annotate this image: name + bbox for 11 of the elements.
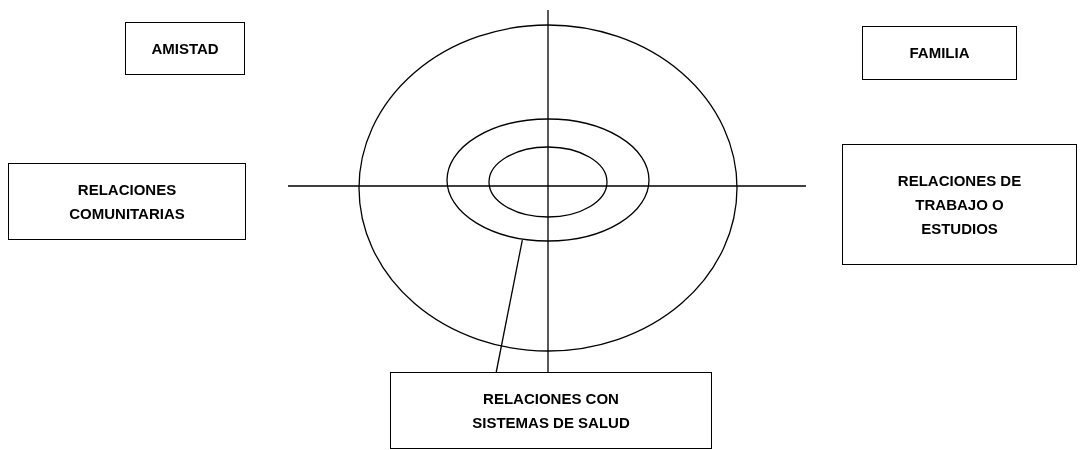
label-box xyxy=(8,163,246,240)
leader-line xyxy=(495,239,523,373)
label-box xyxy=(862,26,1017,80)
box-label: RELACIONES DE TRABAJO O ESTUDIOS xyxy=(896,170,1023,239)
box-label: AMISTAD xyxy=(150,38,220,59)
label-box xyxy=(842,144,1077,265)
box-label: RELACIONES COMUNITARIAS xyxy=(68,179,186,224)
box-label: FAMILIA xyxy=(908,43,971,63)
label-box xyxy=(125,22,245,75)
label-box xyxy=(390,372,712,449)
box-label: RELACIONES CON SISTEMAS DE SALUD xyxy=(471,388,631,433)
